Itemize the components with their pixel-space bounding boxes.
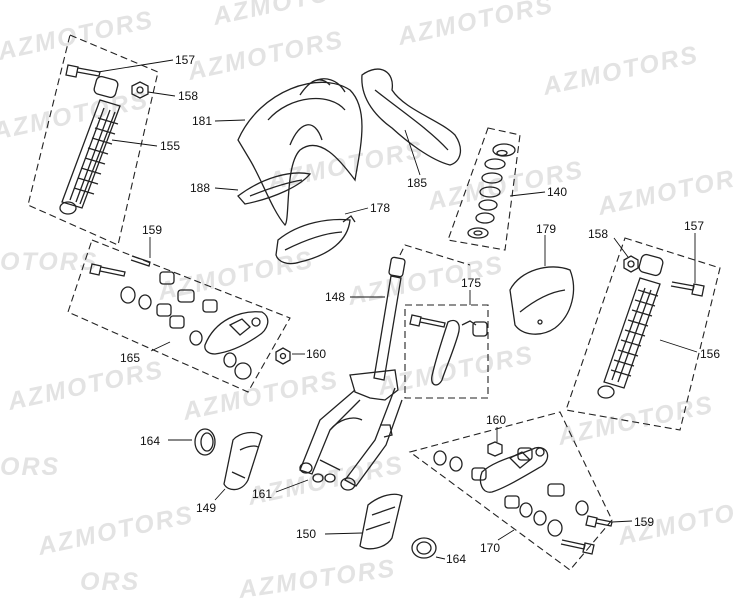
watermark: AZMOTORS: [554, 391, 716, 452]
callout-158-left: 158: [178, 89, 198, 103]
front-fender-181: [237, 78, 363, 226]
fork-cover-185: [361, 68, 462, 166]
watermark: AZMOTORS: [374, 341, 536, 402]
watermark: AZMOTORS: [344, 251, 506, 312]
callout-159-right: 159: [634, 515, 654, 529]
watermark: AZMOTORS: [244, 451, 406, 512]
callout-165: 165: [120, 351, 140, 365]
steering-stem-148: [373, 256, 406, 381]
callout-156: 156: [700, 347, 720, 361]
callout-157-right: 157: [684, 219, 704, 233]
watermark: AZMOTORS: [0, 6, 156, 67]
bolt-159-left: [130, 255, 151, 267]
bolt-157-left: [65, 64, 101, 78]
callout-164-bottom: 164: [446, 552, 466, 566]
swing-arm-right-box: [408, 411, 613, 571]
side-panel-179: [509, 266, 575, 335]
bolt: [89, 263, 126, 277]
callout-150: 150: [296, 527, 316, 541]
callout-140: 140: [547, 185, 567, 199]
nut-158-right: [623, 255, 639, 273]
cap-164-bottom: [411, 537, 437, 559]
watermark: AZMOTORS: [184, 26, 346, 87]
watermark: AZMOTORS: [0, 86, 151, 147]
watermark: AZMOTORS: [209, 0, 371, 31]
nut-160-right: [487, 441, 503, 457]
fender-trim-188: [237, 172, 312, 205]
leader-lines: [97, 59, 698, 560]
side-panel-178: [275, 215, 356, 265]
bolt-159-right: [585, 515, 613, 528]
swing-arm-linkage-left: [89, 255, 269, 380]
rear-shock-right-box: [565, 237, 721, 431]
callout-148: 148: [325, 290, 345, 304]
fork-guard-150: [359, 493, 403, 550]
callout-157-left: 157: [175, 53, 195, 67]
rear-shock-left-box: [27, 34, 159, 246]
stem-to-bearing-connector: [399, 244, 471, 266]
watermark-fragment: OTORS: [0, 248, 98, 276]
callout-159-left: 159: [142, 223, 162, 237]
watermark-fragment: ORS: [0, 453, 60, 481]
swing-arm-bracket-left: [204, 311, 269, 355]
callout-185: 185: [407, 176, 427, 190]
callout-164-left: 164: [140, 434, 160, 448]
nut-160-left: [275, 347, 291, 365]
callout-161: 161: [252, 487, 272, 501]
callout-158-right: 158: [588, 227, 608, 241]
rear-shock-absorber-left: [59, 75, 121, 215]
callout-149: 149: [196, 501, 216, 515]
steering-bearing-box: [447, 127, 521, 251]
front-fork-161: [299, 369, 403, 491]
fork-bracket-175: [409, 314, 488, 386]
watermark: AZMOTORS: [614, 491, 734, 552]
callout-179: 179: [536, 222, 556, 236]
watermark: AZMOTORS: [236, 554, 398, 600]
watermark: AZMOTORS: [34, 501, 196, 562]
callout-155: 155: [160, 139, 180, 153]
callout-175: 175: [461, 276, 481, 290]
swing-arm-bracket-right: [479, 446, 549, 493]
group-boxes: [27, 34, 721, 571]
callout-160-left: 160: [306, 347, 326, 361]
callout-labels: 157 158 155 181 185 188 178 140 159 179 …: [120, 53, 720, 566]
rear-shock-absorber-right: [597, 253, 664, 399]
callout-160-right: 160: [486, 413, 506, 427]
watermark: AZMOTORS: [539, 41, 701, 102]
cap-164-left: [194, 428, 216, 456]
steering-bearing-stack-140: [467, 143, 516, 239]
watermark: AZMOTORS: [394, 0, 556, 51]
fork-bracket-box: [404, 304, 489, 399]
watermark: AZMOTORS: [594, 161, 734, 222]
bolt-157-right: [670, 281, 705, 297]
callout-188: 188: [190, 181, 210, 195]
callout-181: 181: [192, 114, 212, 128]
callout-170: 170: [480, 541, 500, 555]
watermark: AZMOTORS: [179, 366, 341, 427]
swing-arm-left-box: [67, 239, 291, 393]
watermark-fragment: ORS: [80, 568, 140, 596]
swing-arm-linkage-right: [433, 441, 613, 555]
fork-guard-149: [223, 431, 263, 491]
watermark: AZMOTORS: [4, 356, 166, 417]
nut-158-left: [131, 81, 149, 99]
callout-178: 178: [370, 201, 390, 215]
